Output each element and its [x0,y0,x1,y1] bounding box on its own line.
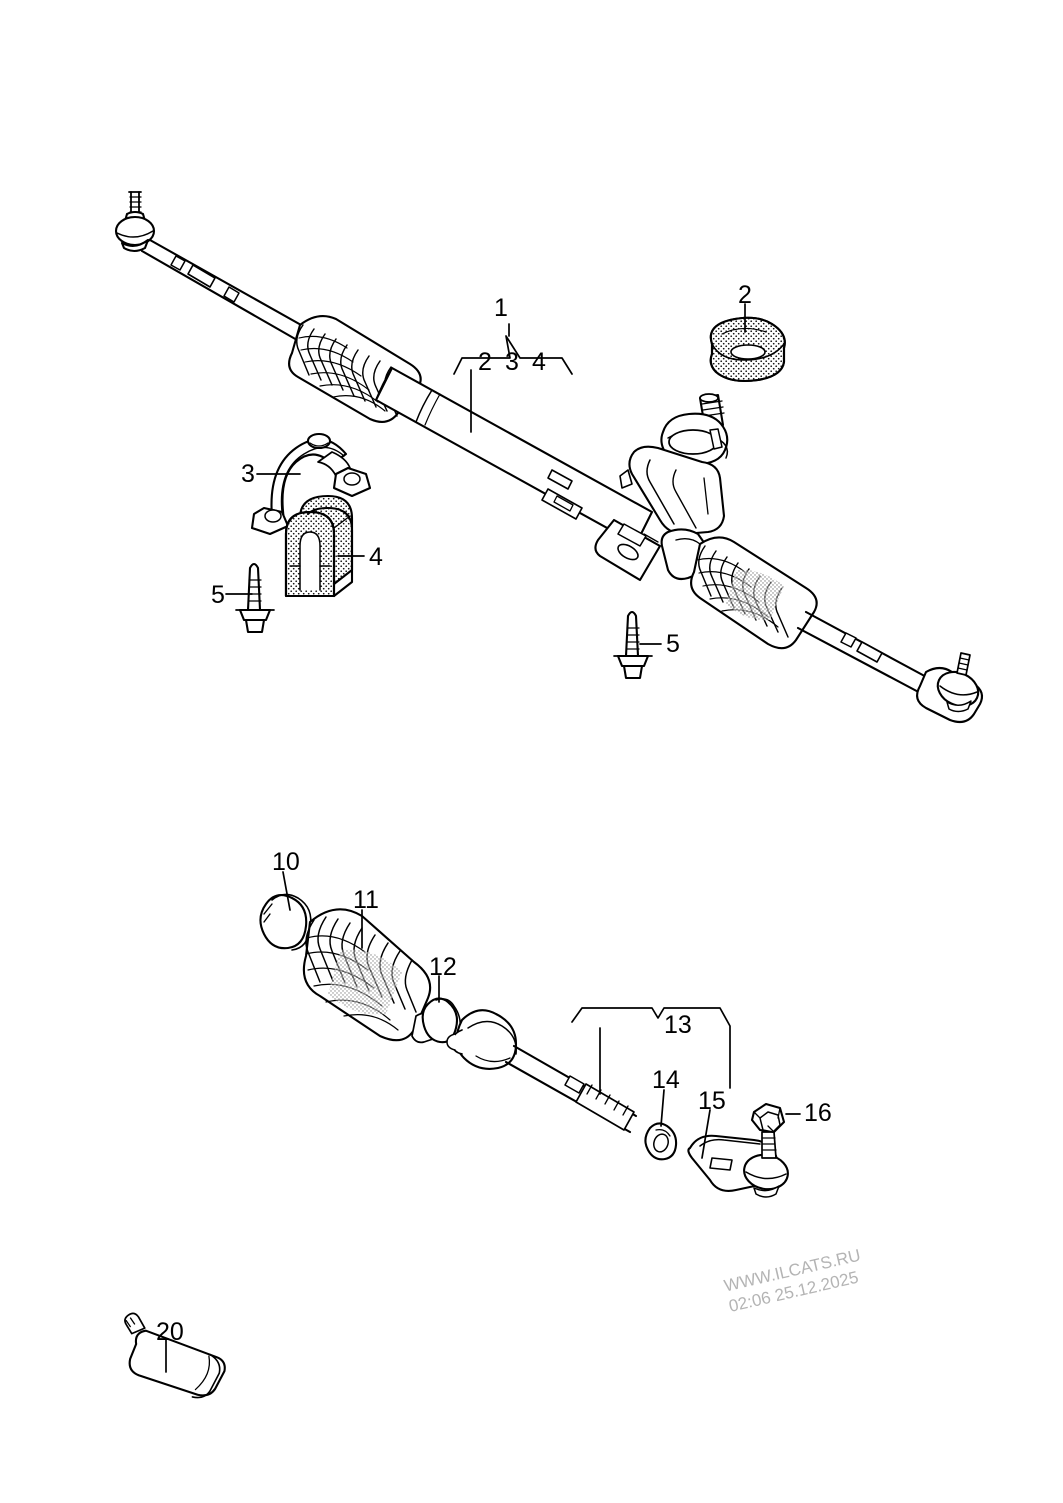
callout-label-12: 12 [429,953,457,981]
callout-label-5-left: 5 [211,581,225,609]
grease-tube-drawing [124,1312,226,1399]
steering-gear-housing-drawing [594,393,729,582]
left-bolt-drawing [235,562,275,634]
mounting-clamp-drawing [250,432,372,536]
callout-label-2: 2 [738,281,752,309]
callout-label-3: 3 [241,460,255,488]
callout-label-1-sub-4: 4 [532,348,546,376]
callout-label-13: 13 [664,1011,692,1039]
callout-label-11: 11 [353,886,379,914]
right-bellows-boot-drawing [690,536,818,650]
upper-callout-leaders [225,303,746,645]
right-bolt-drawing [613,610,653,680]
callout-label-1: 1 [494,294,508,322]
castle-nut-drawing [750,1102,786,1134]
callout-label-16: 16 [804,1099,832,1127]
rubber-mounting-bush-drawing [709,316,786,383]
rack-tube-drawing [374,366,654,546]
callout-label-14: 14 [652,1066,680,1094]
callout-label-4: 4 [369,543,383,571]
lower-callout-leaders [165,871,801,1373]
right-tie-rod-end-drawing [796,610,984,724]
rubber-mount-block-drawing [284,494,354,598]
callout-label-1-sub-2: 2 [478,348,492,376]
inner-tie-rod-drawing [446,1009,638,1134]
callout-label-15: 15 [698,1087,726,1115]
lock-nut-drawing [644,1122,678,1161]
large-bellows-boot-drawing [302,908,443,1044]
retaining-clip-drawing [259,893,312,951]
tie-rod-end-lower-drawing [687,1131,789,1198]
callout-label-1-sub-3: 3 [505,348,519,376]
callout-label-20: 20 [156,1318,184,1346]
left-tie-rod-end-drawing [114,191,312,346]
callout-label-5-right: 5 [666,630,680,658]
callout-label-10: 10 [272,848,300,876]
